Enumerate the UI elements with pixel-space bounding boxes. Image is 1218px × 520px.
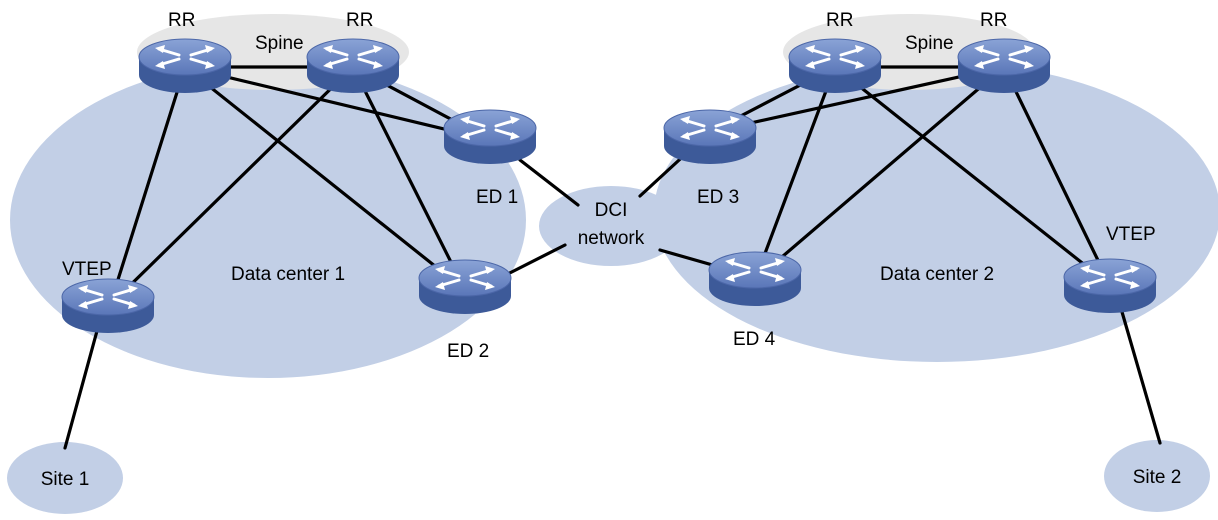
router-ed1-icon[interactable] bbox=[442, 108, 538, 166]
router-rr1-icon[interactable] bbox=[137, 37, 233, 95]
dci-network-cloud bbox=[539, 186, 683, 266]
link-rr4-ed3 bbox=[708, 65, 1006, 134]
label-ed2: ED 2 bbox=[447, 341, 489, 362]
router-rr2-icon[interactable] bbox=[305, 37, 401, 95]
label-ed3: ED 3 bbox=[697, 187, 739, 208]
link-rr3-vtep2 bbox=[833, 65, 1112, 287]
router-ed2-icon[interactable] bbox=[417, 258, 513, 316]
label-spine-1: Spine bbox=[255, 33, 304, 54]
label-ed1: ED 1 bbox=[476, 187, 518, 208]
link-rr1-ed2 bbox=[183, 65, 467, 292]
router-ed4-icon[interactable] bbox=[707, 250, 803, 308]
site-2-region bbox=[1104, 440, 1210, 512]
label-vtep2: VTEP bbox=[1106, 224, 1156, 245]
link-rr1-ed1 bbox=[183, 65, 492, 142]
label-rr4: RR bbox=[980, 10, 1007, 31]
site-1-region bbox=[7, 442, 123, 514]
label-rr1: RR bbox=[168, 10, 195, 31]
link-rr2-vtep1 bbox=[108, 65, 355, 307]
router-vtep1-icon[interactable] bbox=[60, 277, 156, 335]
link-vtep1-site1 bbox=[63, 318, 102, 450]
link-rr4-ed4 bbox=[753, 65, 1006, 282]
label-rr3: RR bbox=[826, 10, 853, 31]
link-vtep2-site2 bbox=[1118, 303, 1162, 445]
router-rr3-icon[interactable] bbox=[787, 37, 883, 95]
label-dci-line-2: network bbox=[578, 228, 645, 249]
link-rr4-vtep2 bbox=[1002, 65, 1112, 287]
label-dci-line-1: DCI bbox=[595, 200, 628, 221]
label-site-2: Site 2 bbox=[1133, 467, 1182, 488]
router-vtep2-icon[interactable] bbox=[1062, 257, 1158, 315]
label-data-center-1: Data center 1 bbox=[231, 264, 345, 285]
label-site-1: Site 1 bbox=[41, 469, 90, 490]
label-spine-2: Spine bbox=[905, 33, 954, 54]
label-ed4: ED 4 bbox=[733, 329, 776, 350]
link-rr2-ed2 bbox=[351, 65, 467, 292]
link-rr3-ed4 bbox=[753, 65, 837, 282]
label-vtep1: VTEP bbox=[62, 259, 112, 280]
label-rr2: RR bbox=[346, 10, 373, 31]
router-ed3-icon[interactable] bbox=[662, 108, 758, 166]
router-rr4-icon[interactable] bbox=[956, 37, 1052, 95]
label-data-center-2: Data center 2 bbox=[880, 264, 994, 285]
link-rr1-vtep1 bbox=[108, 65, 187, 307]
link-ed1-dci bbox=[518, 158, 580, 207]
data-center-2-region bbox=[654, 62, 1218, 362]
